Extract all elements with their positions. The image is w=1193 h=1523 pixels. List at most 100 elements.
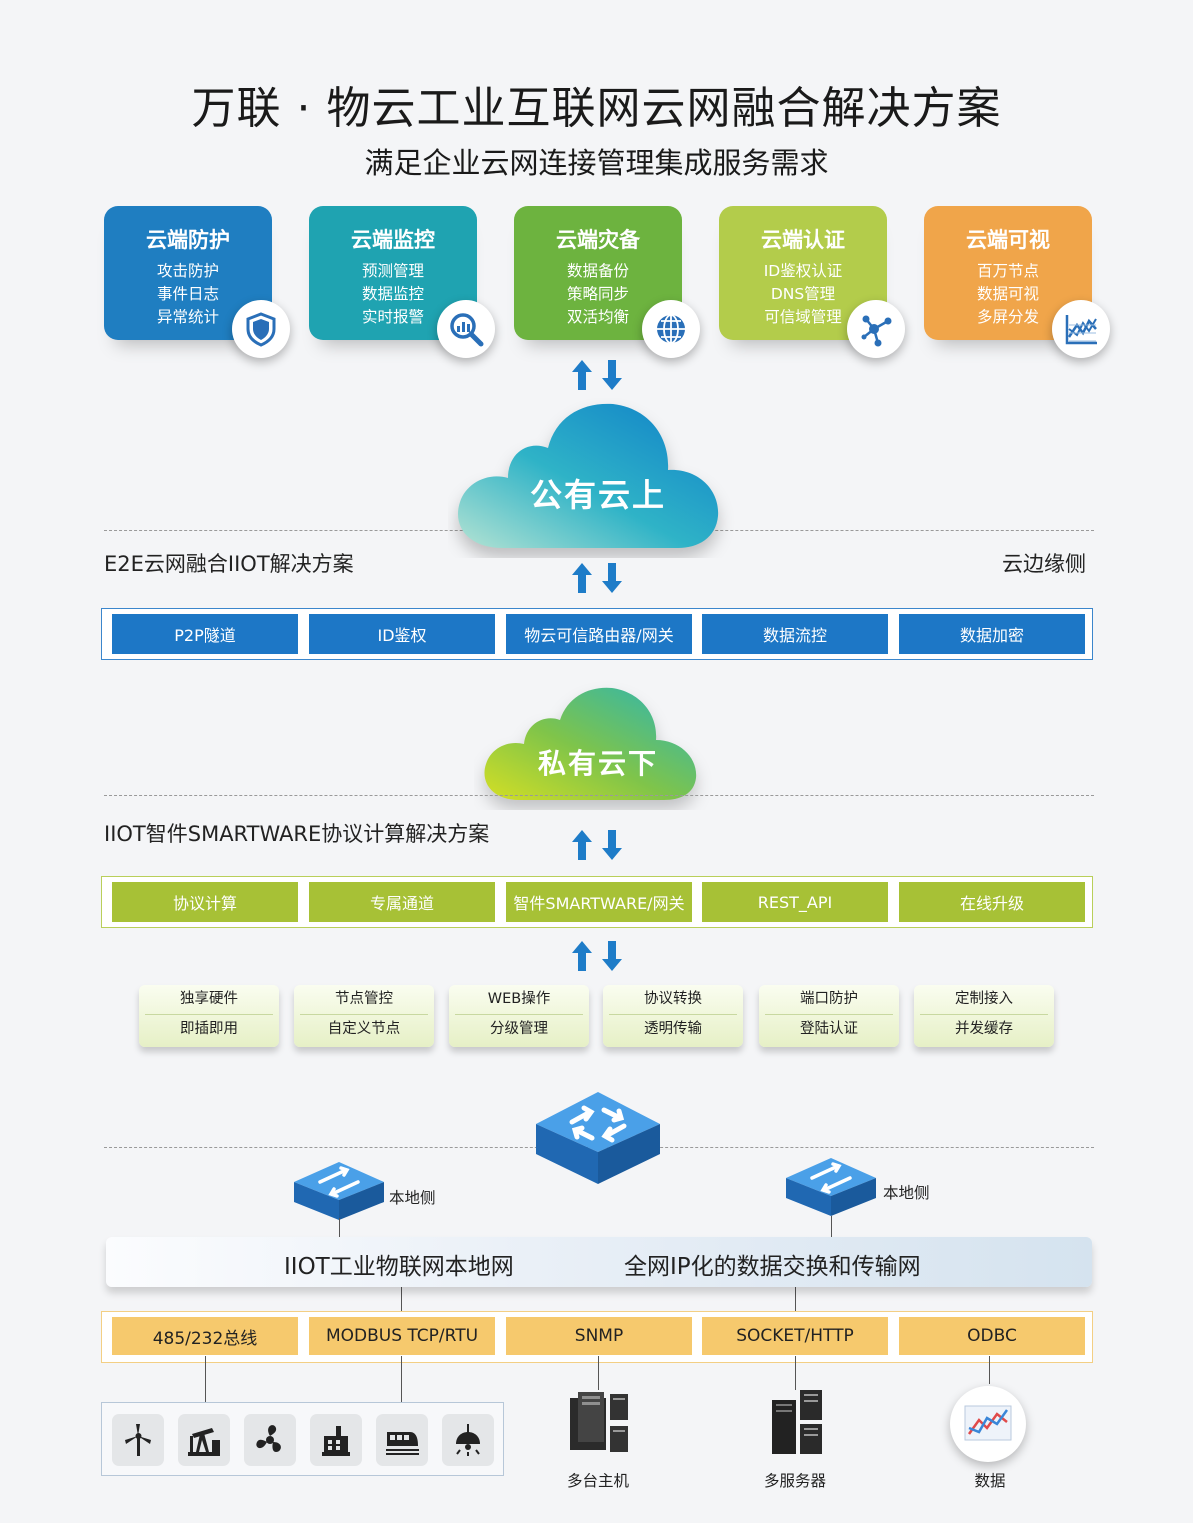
divider-line xyxy=(104,795,1094,796)
protocol-bar: 485/232总线 MODBUS TCP/RTU SNMP SOCKET/HTTP OD… xyxy=(101,1311,1093,1363)
feature-line: 独享硬件 xyxy=(180,991,238,1007)
core-switch-icon xyxy=(536,1092,660,1184)
feature-line: 自定义节点 xyxy=(327,1021,401,1037)
e2e-feature-item: 数据加密 xyxy=(899,614,1085,654)
feature-line: 即插即用 xyxy=(180,1021,238,1037)
cloud-card-line: 数据备份 xyxy=(566,262,629,280)
shield-badge xyxy=(232,300,290,358)
protocol-item: 485/232总线 xyxy=(112,1317,298,1355)
smartware-feature-item: REST_API xyxy=(702,882,888,922)
feature-tile: 端口防护登陆认证 xyxy=(759,985,899,1047)
fan-tile xyxy=(244,1414,296,1466)
bidirectional-arrow-icon xyxy=(572,941,622,971)
cloud-card-title: 云端防护 xyxy=(146,228,230,252)
e2e-feature-item: ID鉴权 xyxy=(309,614,495,654)
hosts-icon xyxy=(570,1392,628,1452)
cloud-card-line: DNS管理 xyxy=(770,285,836,303)
protocol-item: MODBUS TCP/RTU xyxy=(309,1317,495,1355)
factory-icon xyxy=(322,1426,350,1456)
cloud-card-title: 云端灾备 xyxy=(556,228,640,252)
line-chart-icon xyxy=(1065,315,1097,345)
connector-line xyxy=(831,1216,832,1237)
feature-line: 透明传输 xyxy=(644,1021,702,1037)
cloud-card: 云端认证 ID鉴权认证 DNS管理可信域管理 xyxy=(719,206,887,340)
feature-divider xyxy=(765,1014,893,1015)
cloud-card: 云端防护攻击防护事件日志异常统计 xyxy=(104,206,272,340)
cloud-card-line: 攻击防护 xyxy=(156,262,219,280)
oil-pump-icon xyxy=(188,1428,220,1456)
globe-badge xyxy=(642,300,700,358)
local-network-label: IIOT工业物联网本地网 xyxy=(284,1254,514,1280)
feature-divider xyxy=(455,1014,583,1015)
ip-network-label: 全网IP化的数据交换和传输网 xyxy=(624,1254,921,1280)
public-cloud-label: 公有云上 xyxy=(529,476,666,514)
cloud-card-line: 多屏分发 xyxy=(976,308,1039,326)
shield-icon xyxy=(246,312,276,347)
wind-turbine-icon xyxy=(125,1424,151,1456)
feature-divider xyxy=(300,1014,428,1015)
connector-line xyxy=(795,1287,796,1318)
feature-line: WEB操作 xyxy=(487,991,551,1007)
feature-tile: WEB操作分级管理 xyxy=(449,985,589,1047)
local-switch-left-icon xyxy=(294,1162,384,1220)
protocol-item: ODBC xyxy=(899,1317,1085,1355)
data-badge xyxy=(950,1386,1026,1462)
oil-pump-tile xyxy=(178,1414,230,1466)
page-title: 万联 · 物云工业互联网云网融合解决方案 xyxy=(191,83,1002,134)
data-label: 数据 xyxy=(974,1472,1006,1490)
local-side-label-right: 本地侧 xyxy=(883,1184,930,1202)
fan-icon xyxy=(256,1425,281,1452)
bidirectional-arrow-icon xyxy=(572,830,622,860)
connector-line xyxy=(401,1287,402,1318)
train-tile xyxy=(376,1414,428,1466)
cloud-card-line: ID鉴权认证 xyxy=(763,262,843,280)
public-cloud-icon xyxy=(457,403,719,548)
connector-line xyxy=(795,1356,796,1390)
cloud-card-line: 事件日志 xyxy=(156,285,219,303)
data-chart-icon xyxy=(964,1405,1012,1441)
feature-line: 分级管理 xyxy=(490,1021,548,1037)
local-switch-right-icon xyxy=(786,1158,876,1216)
cloud-card-title: 云端监控 xyxy=(351,228,435,252)
cloud-edge-label: 云边缘侧 xyxy=(1002,552,1086,576)
lamp-tile xyxy=(442,1414,494,1466)
feature-divider xyxy=(609,1014,737,1015)
magnifier-chart-badge xyxy=(437,300,495,358)
servers-label: 多服务器 xyxy=(763,1472,826,1490)
bidirectional-arrow-icon xyxy=(572,360,622,390)
feature-tile: 协议转换透明传输 xyxy=(603,985,743,1047)
protocol-item: SOCKET/HTTP xyxy=(702,1317,888,1355)
feature-line: 协议转换 xyxy=(644,991,702,1007)
wind-turbine-tile xyxy=(112,1414,164,1466)
network-node-icon xyxy=(861,315,892,347)
smartware-feature-item: 专属通道 xyxy=(309,882,495,922)
feature-line: 定制接入 xyxy=(955,991,1013,1007)
line-chart-badge xyxy=(1052,300,1110,358)
feature-tile: 节点管控自定义节点 xyxy=(294,985,434,1047)
cloud-card-title: 云端认证 xyxy=(761,228,845,252)
protocol-item: SNMP xyxy=(506,1317,692,1355)
local-network-bar: IIOT工业物联网本地网 全网IP化的数据交换和传输网 xyxy=(106,1237,1092,1287)
local-side-label-left: 本地侧 xyxy=(389,1189,436,1207)
feature-divider xyxy=(920,1014,1048,1015)
connector-line xyxy=(401,1356,402,1402)
connector-line xyxy=(339,1218,340,1237)
train-icon xyxy=(386,1432,419,1455)
e2e-feature-item: 物云可信路由器/网关 xyxy=(506,614,692,654)
feature-line: 并发缓存 xyxy=(955,1021,1013,1037)
cloud-card-line: 异常统计 xyxy=(156,308,219,326)
e2e-feature-item: 数据流控 xyxy=(702,614,888,654)
feature-line: 端口防护 xyxy=(800,991,858,1007)
connector-line xyxy=(205,1356,206,1402)
factory-tile xyxy=(310,1414,362,1466)
e2e-solution-label: E2E云网融合IIOT解决方案 xyxy=(104,552,354,576)
cloud-card-line: 数据监控 xyxy=(361,285,424,303)
cloud-card-line: 百万节点 xyxy=(976,262,1039,280)
cloud-card-line: 可信域管理 xyxy=(764,308,842,326)
globe-icon xyxy=(657,314,685,344)
feature-tile: 独享硬件即插即用 xyxy=(139,985,279,1047)
feature-tile: 定制接入并发缓存 xyxy=(914,985,1054,1047)
cloud-card-line: 预测管理 xyxy=(361,262,424,280)
